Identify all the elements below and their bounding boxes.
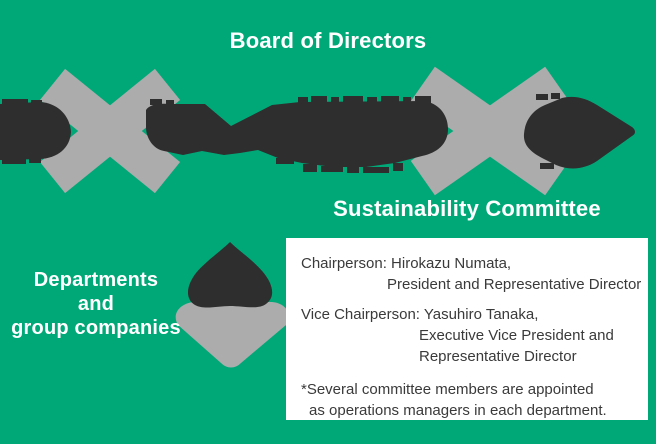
vice-chairperson-title-line: Executive Vice President and	[419, 327, 614, 344]
vice-chairperson-name-line: Vice Chairperson: Yasuhiro Tanaka,	[301, 306, 539, 323]
up-arrow-icon	[187, 242, 273, 308]
committee-footnote: *Several committee members are appointed…	[301, 379, 636, 421]
footnote-line: *Several committee members are appointed	[301, 381, 594, 398]
vice-chairperson-title-line: Representative Director	[419, 348, 577, 365]
cross-ribbon-right-icon	[410, 66, 570, 196]
departments-label-line: group companies	[11, 317, 181, 339]
departments-label: Departments and group companies	[0, 268, 192, 340]
footnote-line: as operations managers in each departmen…	[309, 402, 607, 419]
chairperson-entry: Chairperson: Hirokazu Numata, President …	[301, 253, 642, 295]
departments-label-line: and	[77, 293, 115, 315]
cross-ribbon-left-icon	[39, 68, 181, 194]
down-arrow-icon	[175, 302, 289, 368]
chairperson-title-line: President and Representative Director	[387, 276, 642, 293]
vice-chairperson-entry: Vice Chairperson: Yasuhiro Tanaka, Execu…	[301, 304, 636, 367]
departments-label-line: Departments	[33, 269, 159, 291]
board-of-directors-heading: Board of Directors	[229, 28, 427, 53]
flow-arrow-ribbon-icon	[0, 93, 635, 173]
committee-members-box: Chairperson: Hirokazu Numata, President …	[286, 238, 648, 420]
sustainability-committee-heading: Sustainability Committee	[333, 196, 601, 221]
chairperson-name-line: Chairperson: Hirokazu Numata,	[301, 255, 512, 272]
